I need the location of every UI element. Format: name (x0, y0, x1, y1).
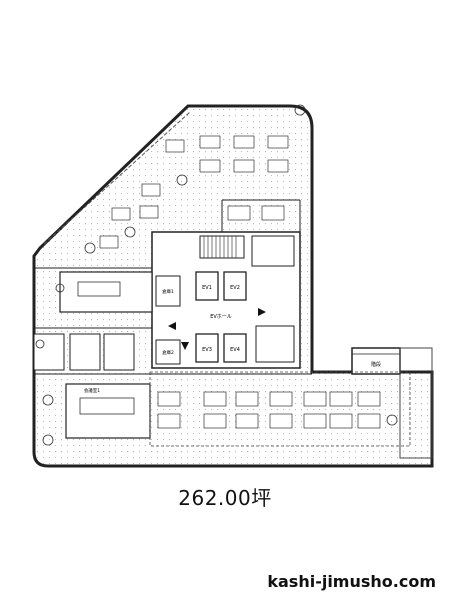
elevator-label-4: EV4 (230, 347, 240, 353)
private-room-3 (103, 333, 135, 371)
open-workspace-south (149, 371, 411, 447)
restroom-north (251, 235, 295, 267)
meeting-room-lower (65, 383, 151, 439)
elevator-label-3: EV3 (202, 347, 212, 353)
arrow-down-marker (181, 342, 189, 350)
elevator-lobby-label: EVホール (210, 314, 232, 320)
storage-room-2-label: 倉庫2 (162, 349, 174, 356)
storage-room-1-label: 倉庫1 (162, 288, 174, 295)
east-stair-block (351, 347, 401, 375)
meeting-room-upper (59, 271, 153, 313)
elevator-label-1: EV1 (202, 285, 212, 291)
desk-clusters-south (157, 391, 381, 429)
east-balcony (399, 347, 433, 459)
interior-walls (34, 199, 312, 375)
arrow-left-marker (168, 322, 176, 330)
storage-room-2 (155, 339, 181, 365)
storage-room-1 (155, 275, 181, 307)
window-wall-diagonal (43, 111, 191, 245)
desk-clusters-north (99, 135, 289, 249)
stair-north (199, 235, 245, 259)
meeting-room-lower-label: 会議室1 (84, 387, 100, 394)
site-watermark[interactable]: kashi-jimusho.com (267, 572, 436, 591)
elevator-bank-lower (195, 333, 247, 363)
east-stair-label: 階段 (371, 361, 381, 368)
plants (35, 104, 398, 446)
elevator-bank-upper (195, 271, 247, 301)
private-room-1 (33, 333, 65, 371)
arrow-right-marker (258, 308, 266, 316)
private-room-2 (69, 333, 101, 371)
restroom-south (255, 325, 295, 363)
elevator-label-2: EV2 (230, 285, 240, 291)
floor-plan: 階段 EV1 EV2 EV3 EV4 EVホール 倉庫1 倉庫2 (32, 104, 434, 468)
floor-area-label: 262.00坪 (178, 486, 272, 510)
